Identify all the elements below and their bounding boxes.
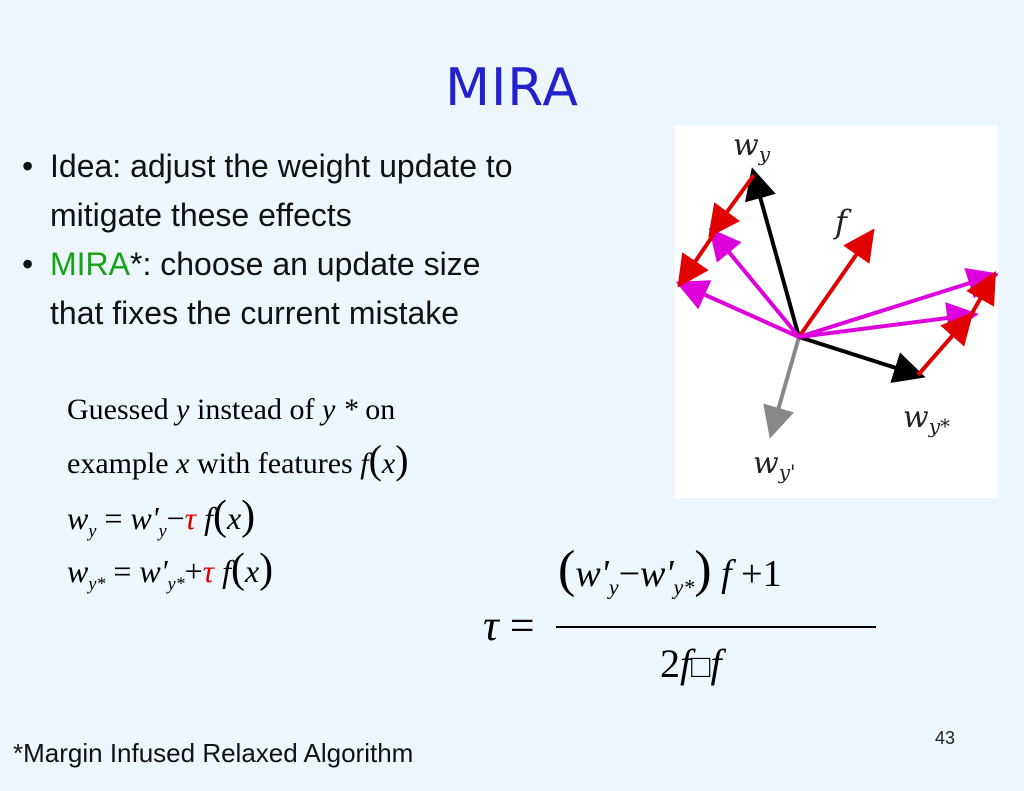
mira-highlight: MIRA: [50, 246, 130, 282]
equals-sign: =: [104, 500, 123, 536]
sub-y: y: [158, 520, 167, 541]
minus-sign: −: [618, 553, 641, 595]
paren-close: ): [694, 541, 712, 598]
var-f: f: [721, 553, 732, 595]
tau-denominator: 2f□f: [660, 640, 722, 687]
vector-wy: [745, 167, 801, 338]
paren-close: ): [241, 493, 256, 539]
var-f: f: [204, 500, 213, 536]
var-f: f: [360, 447, 369, 480]
sub-ystar: y*: [673, 574, 695, 600]
vector-updated-wystar-2: [798, 302, 979, 339]
label-wyprime: wy': [753, 446, 795, 484]
var-x: x: [381, 447, 396, 480]
footnote: *Margin Infused Relaxed Algorithm: [13, 738, 414, 768]
bullet-idea: • Idea: adjust the weight update to miti…: [22, 142, 662, 240]
vector-diagram: wy f wy* wy': [675, 128, 998, 484]
var-wprime: w': [130, 500, 159, 536]
missing-glyph: □: [691, 648, 711, 684]
example-word: example: [67, 447, 169, 480]
number-two: 2: [660, 641, 680, 686]
vector-f: [797, 228, 875, 339]
var-f: f: [680, 641, 692, 686]
slide-title: MIRA: [445, 58, 579, 118]
example-line: example x with features f(x): [67, 436, 409, 483]
bullet-mira-line2: that fixes the current mistake: [50, 295, 460, 331]
var-x: x: [244, 553, 260, 589]
instead-of-text: instead of: [196, 393, 315, 426]
update-step-wy-1: [708, 173, 756, 238]
label-f: f: [833, 203, 852, 241]
paren-open: (: [368, 437, 382, 482]
vector-updated-wy-2: [675, 280, 800, 339]
bullet-dot: •: [22, 246, 34, 282]
bullet-list: • Idea: adjust the weight update to miti…: [22, 142, 662, 338]
sub-y: y: [608, 574, 619, 600]
paren-close: ): [395, 437, 409, 482]
var-wprime: w': [139, 553, 168, 589]
fraction-bar: [556, 626, 876, 628]
update-equation-y: wy = w'y−τ f(x): [67, 492, 255, 541]
equals-sign: =: [113, 553, 132, 589]
page-number: 43: [935, 728, 956, 748]
vector-wystar: [798, 335, 926, 383]
label-wystar: wy*: [903, 400, 950, 438]
vector-updated-wy-1: [708, 227, 801, 339]
paren-open: (: [558, 541, 576, 598]
sub-ystar: y*: [167, 573, 185, 594]
number-one: 1: [762, 553, 782, 595]
tau-lhs: τ =: [483, 600, 535, 651]
var-y: y: [176, 393, 190, 426]
weight-vector-figure: wy f wy* wy': [675, 125, 998, 498]
var-wprime: w': [640, 553, 674, 595]
plus-sign: +: [741, 553, 763, 595]
update-step-wystar-1: [916, 311, 974, 377]
bullet-mira-line1: *: choose an update size: [130, 246, 481, 282]
tau-numerator: (w'y−w'y*) f +1: [558, 540, 782, 601]
equals-sign: =: [509, 601, 535, 650]
paren-open: (: [212, 493, 227, 539]
paren-open: (: [230, 546, 245, 592]
bullet-idea-line1: Idea: adjust the weight update to: [50, 148, 513, 184]
bullet-idea-line2: mitigate these effects: [50, 197, 352, 233]
var-f: f: [710, 641, 722, 686]
var-f: f: [222, 553, 231, 589]
vector-updated-wystar-1: [798, 267, 998, 339]
var-x: x: [176, 447, 190, 480]
with-features-text: with features: [196, 447, 353, 480]
paren-close: ): [259, 546, 274, 592]
sub-y: y: [88, 520, 97, 541]
var-wprime: w': [575, 553, 609, 595]
var-tau: τ: [184, 500, 197, 536]
var-ystar: y *: [321, 393, 358, 426]
label-wy: wy: [733, 128, 771, 166]
on-text: on: [365, 393, 396, 426]
minus-sign: −: [166, 500, 185, 536]
update-step-wy-2: [677, 232, 716, 288]
guessed-word: Guessed: [67, 393, 169, 426]
var-x: x: [226, 500, 242, 536]
vector-wyprime: [763, 336, 801, 439]
var-tau: τ: [483, 601, 499, 650]
var-w: w: [67, 500, 89, 536]
update-equation-ystar: wy* = w'y*+τ f(x): [67, 545, 273, 594]
var-w: w: [67, 553, 89, 589]
sub-ystar: y*: [88, 573, 106, 594]
update-step-wystar-2: [966, 271, 996, 316]
plus-sign: +: [184, 553, 203, 589]
bullet-mira: • MIRA*: choose an update size that fixe…: [22, 240, 662, 338]
bullet-dot: •: [22, 148, 34, 184]
guessed-line: Guessed y instead of y * on: [67, 393, 395, 427]
var-tau: τ: [202, 553, 215, 589]
